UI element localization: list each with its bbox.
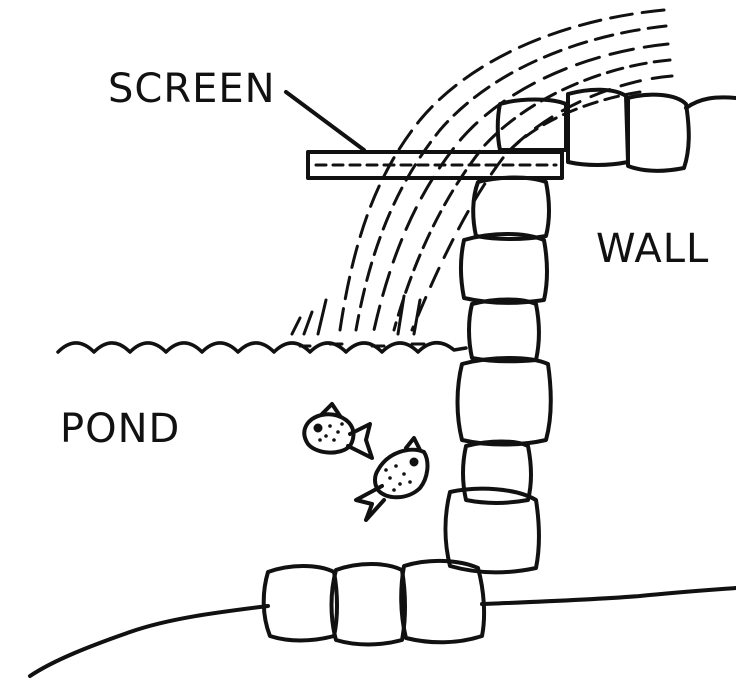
wall-column (446, 178, 551, 573)
screen-mesh (308, 152, 562, 178)
wall-base (264, 561, 484, 645)
ground-line-right (482, 588, 736, 604)
ground-line (30, 606, 268, 676)
fish-large (356, 438, 427, 520)
fish-small (304, 404, 372, 458)
water-surface (58, 343, 466, 352)
label-pond: POND (60, 406, 180, 452)
label-wall: WALL (596, 226, 709, 272)
water-stream (292, 10, 672, 334)
label-screen: SCREEN (108, 66, 276, 112)
screen-pointer-line (286, 92, 364, 150)
